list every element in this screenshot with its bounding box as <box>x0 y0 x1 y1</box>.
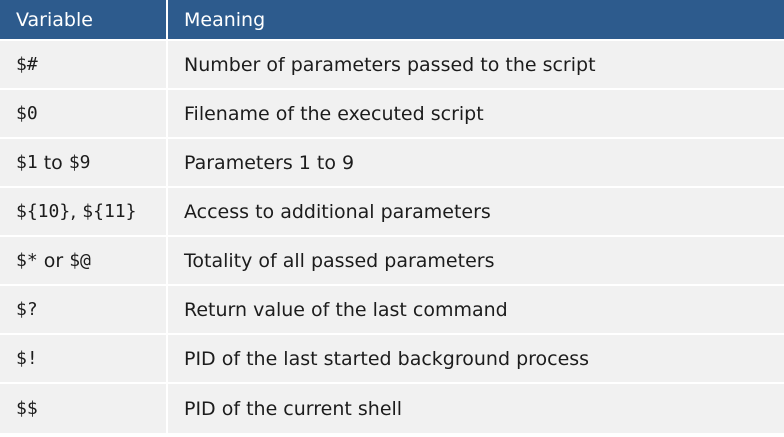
row-variable: $0 <box>0 90 168 139</box>
row-meaning: PID of the last started background proce… <box>168 335 784 384</box>
header-meaning: Meaning <box>168 0 784 41</box>
variable-separator: , <box>70 200 83 223</box>
row-variable: $# <box>0 41 168 90</box>
variable-token: $* <box>16 250 38 271</box>
row-meaning: Parameters 1 to 9 <box>168 139 784 188</box>
variable-token: $? <box>16 299 38 320</box>
row-variable: $? <box>0 286 168 335</box>
variable-token: $@ <box>69 250 91 271</box>
variable-separator: to <box>37 151 69 174</box>
row-variable: $! <box>0 335 168 384</box>
row-meaning: Return value of the last command <box>168 286 784 335</box>
row-meaning: PID of the current shell <box>168 384 784 433</box>
variable-token: $! <box>16 348 38 369</box>
variable-token: $9 <box>68 152 91 173</box>
row-meaning: Filename of the executed script <box>168 90 784 139</box>
variable-token: ${10} <box>16 201 71 222</box>
row-meaning: Totality of all passed parameters <box>168 237 784 286</box>
variable-token: $# <box>16 54 38 75</box>
row-variable: $$ <box>0 384 168 433</box>
variable-separator: or <box>37 249 70 272</box>
row-meaning: Access to additional parameters <box>168 188 784 237</box>
row-variable: $1 to $9 <box>0 139 168 188</box>
row-variable: ${10} , ${11} <box>0 188 168 237</box>
variable-token: $1 <box>16 152 38 173</box>
variable-token: ${11} <box>82 201 137 222</box>
header-variable: Variable <box>0 0 168 41</box>
row-variable: $* or $@ <box>0 237 168 286</box>
variable-token: $$ <box>16 398 38 419</box>
row-meaning: Number of parameters passed to the scrip… <box>168 41 784 90</box>
variable-token: $0 <box>16 103 38 124</box>
